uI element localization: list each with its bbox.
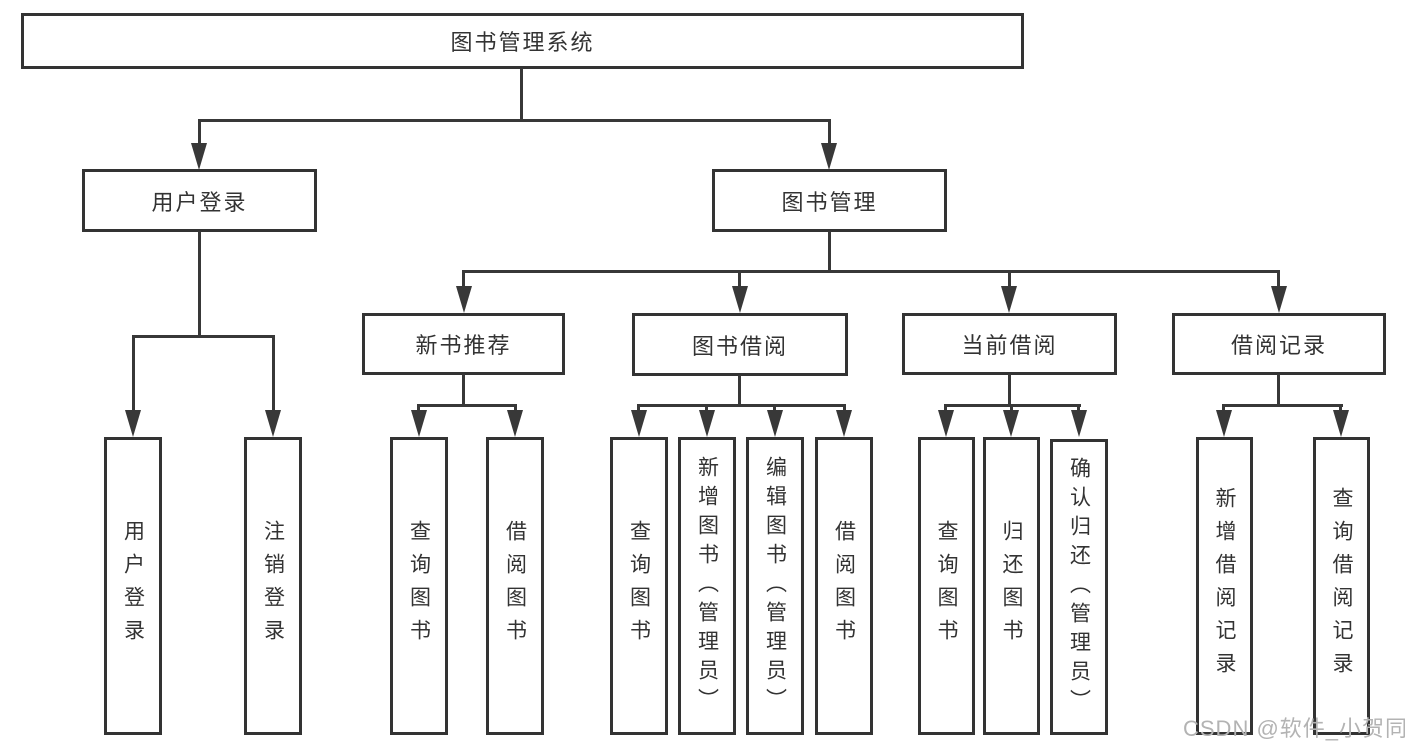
node-book-mgmt-label: 图书管理 bbox=[781, 189, 878, 215]
connector-current-drop-3 bbox=[1077, 404, 1080, 413]
arrowhead-icon bbox=[732, 286, 748, 313]
connector-rec-drop-2 bbox=[514, 404, 517, 413]
connector-root-drop-left bbox=[198, 119, 201, 147]
connector-mgmt-drop-4 bbox=[1277, 270, 1280, 288]
leaf-query-borrow-record: 查询借阅记录 bbox=[1313, 437, 1370, 735]
arrowhead-icon bbox=[631, 410, 647, 437]
node-new-book-rec-label: 新书推荐 bbox=[415, 333, 512, 358]
connector-records-drop-1 bbox=[1222, 404, 1225, 413]
arrowhead-icon bbox=[1071, 410, 1087, 437]
arrowhead-icon bbox=[125, 410, 141, 437]
arrowhead-icon bbox=[1001, 286, 1017, 313]
arrowhead-icon bbox=[411, 410, 427, 437]
node-current-borrowing-label: 当前借阅 bbox=[961, 333, 1058, 358]
leaf-add-borrow-record-label: 新增借阅记录 bbox=[1213, 487, 1236, 685]
node-borrow-records: 借阅记录 bbox=[1172, 313, 1386, 375]
node-current-borrowing: 当前借阅 bbox=[902, 313, 1117, 375]
leaf-add-book-admin: 新增图书（管理员） bbox=[678, 437, 736, 735]
arrowhead-icon bbox=[1216, 410, 1232, 437]
connector-rec-bar bbox=[417, 404, 517, 407]
connector-login-drop-1 bbox=[132, 335, 135, 412]
leaf-confirm-return-admin-label: 确认归还（管理员） bbox=[1067, 456, 1091, 718]
leaf-logout-label: 注销登录 bbox=[261, 520, 285, 652]
node-borrow-records-label: 借阅记录 bbox=[1230, 333, 1327, 358]
node-user-login-label: 用户登录 bbox=[151, 189, 248, 215]
arrowhead-icon bbox=[507, 410, 523, 437]
arrowhead-icon bbox=[699, 410, 715, 437]
connector-root-bar bbox=[198, 119, 831, 122]
arrowhead-icon bbox=[191, 143, 207, 170]
node-root-label: 图书管理系统 bbox=[450, 30, 595, 55]
leaf-confirm-return-admin: 确认归还（管理员） bbox=[1050, 439, 1108, 735]
connector-current-drop-1 bbox=[944, 404, 947, 413]
connector-borrow-drop-1 bbox=[637, 404, 640, 413]
arrowhead-icon bbox=[1003, 410, 1019, 437]
connector-records-stem bbox=[1277, 374, 1280, 407]
connector-mgmt-stem bbox=[828, 231, 831, 273]
node-book-mgmt: 图书管理 bbox=[712, 169, 947, 232]
leaf-edit-book-admin-label: 编辑图书（管理员） bbox=[763, 455, 787, 717]
connector-borrow-bar bbox=[637, 404, 846, 407]
leaf-borrow-book-rec-label: 借阅图书 bbox=[503, 520, 527, 652]
node-book-borrowing: 图书借阅 bbox=[632, 313, 848, 376]
arrowhead-icon bbox=[265, 410, 281, 437]
leaf-return-book: 归还图书 bbox=[983, 437, 1040, 735]
connector-login-bar bbox=[132, 335, 275, 338]
connector-rec-stem bbox=[462, 374, 465, 407]
connector-mgmt-drop-2 bbox=[738, 270, 741, 288]
connector-borrow-stem bbox=[738, 375, 741, 407]
leaf-borrow-book-borrow: 借阅图书 bbox=[815, 437, 873, 735]
leaf-borrow-book-rec: 借阅图书 bbox=[486, 437, 544, 735]
connector-mgmt-bar bbox=[462, 270, 1280, 273]
connector-mgmt-drop-1 bbox=[462, 270, 465, 288]
arrowhead-icon bbox=[1333, 410, 1349, 437]
connector-current-drop-2 bbox=[1010, 404, 1013, 413]
connector-borrow-drop-2 bbox=[705, 404, 708, 413]
leaf-logout: 注销登录 bbox=[244, 437, 302, 735]
connector-rec-drop-1 bbox=[417, 404, 420, 413]
connector-login-stem bbox=[198, 231, 201, 338]
connector-borrow-drop-4 bbox=[843, 404, 846, 413]
leaf-add-book-admin-label: 新增图书（管理员） bbox=[695, 455, 719, 717]
leaf-query-book-borrow-label: 查询图书 bbox=[627, 520, 651, 652]
leaf-query-book-borrow: 查询图书 bbox=[610, 437, 668, 735]
leaf-query-book-rec: 查询图书 bbox=[390, 437, 448, 735]
arrowhead-icon bbox=[1271, 286, 1287, 313]
arrowhead-icon bbox=[767, 410, 783, 437]
leaf-add-borrow-record: 新增借阅记录 bbox=[1196, 437, 1253, 735]
node-new-book-rec: 新书推荐 bbox=[362, 313, 565, 375]
leaf-query-borrow-record-label: 查询借阅记录 bbox=[1330, 487, 1353, 685]
connector-records-drop-2 bbox=[1339, 404, 1342, 413]
connector-mgmt-drop-3 bbox=[1008, 270, 1011, 288]
node-user-login: 用户登录 bbox=[82, 169, 317, 232]
connector-root-drop-right bbox=[828, 119, 831, 147]
node-book-borrowing-label: 图书借阅 bbox=[691, 333, 788, 359]
leaf-borrow-book-borrow-label: 借阅图书 bbox=[832, 520, 856, 652]
arrowhead-icon bbox=[836, 410, 852, 437]
node-root: 图书管理系统 bbox=[21, 13, 1024, 69]
arrowhead-icon bbox=[938, 410, 954, 437]
connector-login-drop-2 bbox=[272, 335, 275, 412]
csdn-watermark: CSDN @软件_小贺同学 bbox=[1183, 716, 1405, 741]
leaf-query-book-rec-label: 查询图书 bbox=[407, 520, 431, 652]
connector-root-stem bbox=[520, 68, 523, 122]
leaf-user-login-label: 用户登录 bbox=[121, 520, 145, 652]
leaf-user-login: 用户登录 bbox=[104, 437, 162, 735]
leaf-query-book-current-label: 查询图书 bbox=[935, 520, 958, 652]
arrowhead-icon bbox=[821, 143, 837, 170]
leaf-edit-book-admin: 编辑图书（管理员） bbox=[746, 437, 804, 735]
leaf-query-book-current: 查询图书 bbox=[918, 437, 975, 735]
arrowhead-icon bbox=[456, 286, 472, 313]
connector-borrow-drop-3 bbox=[773, 404, 776, 413]
connector-records-bar bbox=[1222, 404, 1343, 407]
leaf-return-book-label: 归还图书 bbox=[1000, 520, 1023, 652]
connector-current-stem bbox=[1008, 374, 1011, 407]
